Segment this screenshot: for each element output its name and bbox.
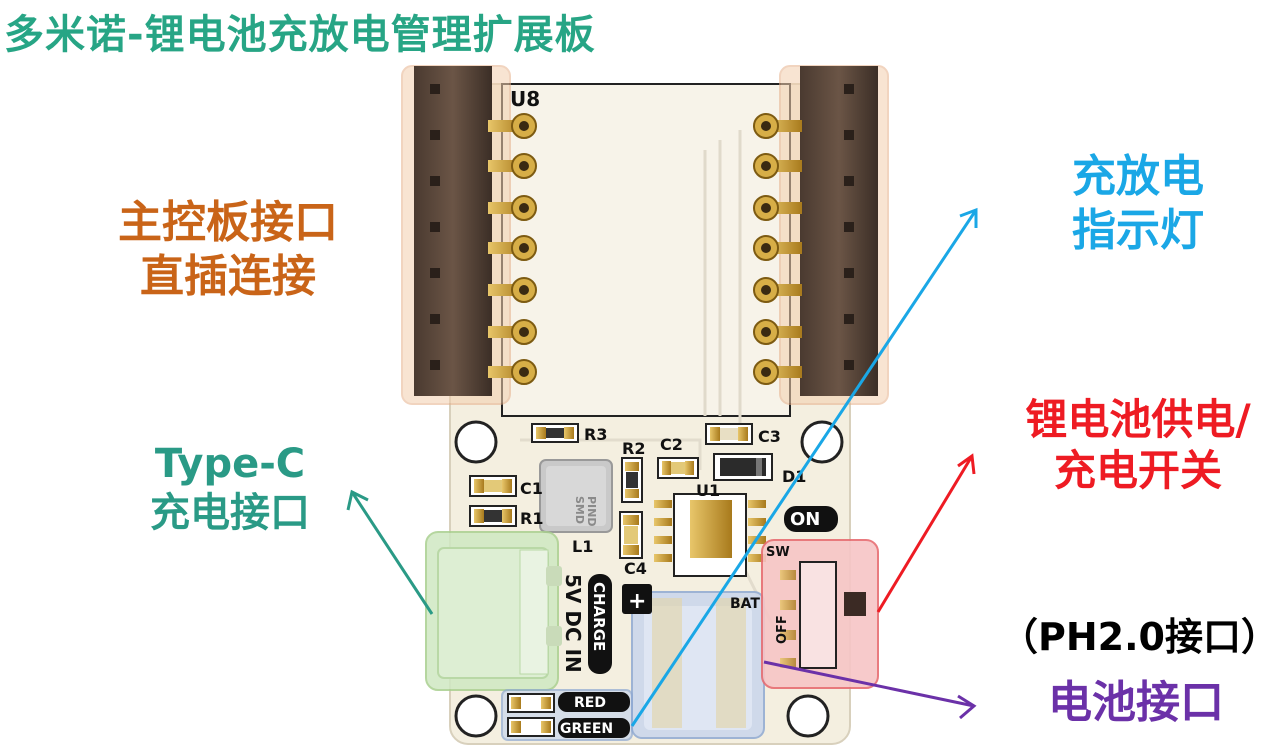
inductor-l1: [539, 459, 613, 533]
silk-charge: CHARGE: [590, 582, 608, 651]
silk-green: GREEN: [560, 721, 613, 737]
silk-plus: +: [628, 589, 646, 614]
arrow-typec: [350, 491, 434, 615]
silk-c3: C3: [758, 427, 781, 446]
silk-red: RED: [574, 695, 606, 711]
power-switch: [761, 506, 879, 689]
callout-battery: 电池接口: [1048, 677, 1224, 728]
silk-sw: SW: [766, 545, 790, 560]
typec-connector: [425, 531, 562, 691]
arrow-led: [630, 209, 978, 727]
callout-switch: 锂电池供电/ 充电开关: [988, 394, 1280, 496]
silk-bat: BAT: [730, 596, 760, 612]
callout-typec: Type-C 充电接口: [110, 440, 350, 538]
callout-host-connector: 主控板接口 直插连接: [78, 196, 378, 303]
mounting-holes: [454, 420, 844, 738]
indicator-leds: [501, 689, 633, 741]
smd-components: [469, 423, 773, 559]
page-title: 多米诺-锂电池充放电管理扩展板: [4, 12, 596, 58]
arrow-battery: [763, 660, 975, 708]
callout-typec-line1: Type-C: [154, 441, 306, 487]
silk-c1: C1: [520, 479, 543, 498]
callout-host-line2: 直插连接: [140, 250, 316, 302]
callout-arrows: [346, 207, 978, 727]
silk-dcin: 5V DC IN: [561, 574, 585, 673]
silk-on: ON: [790, 509, 820, 530]
silk-l1: L1: [572, 537, 593, 556]
silk-c2: C2: [660, 435, 683, 454]
arrow-switch: [876, 455, 974, 613]
callout-switch-line2: 充电开关: [1053, 446, 1222, 496]
callout-switch-line1: 锂电池供电/: [1025, 395, 1251, 444]
silk-r3: R3: [584, 425, 607, 444]
ic-u1: [654, 493, 766, 577]
silk-u8: U8: [510, 87, 540, 111]
callout-ph-note: （PH2.0接口）: [1000, 615, 1279, 659]
silk-smd: SMD: [573, 496, 586, 524]
callout-led: 充放电 指示灯: [1018, 150, 1258, 257]
battery-connector: [622, 584, 765, 739]
callout-led-line2: 指示灯: [1072, 204, 1204, 256]
silkscreen-labels: U8 R3 C2 C3 R2 C1 R1 U1 D1 L1 C4 SMD PIN…: [510, 87, 820, 737]
charge-badge: [588, 574, 612, 674]
silk-c4: C4: [624, 559, 647, 578]
callout-led-line1: 充放电: [1072, 151, 1204, 202]
left-header-connector: [401, 65, 537, 405]
callout-host-line1: 主控板接口: [118, 197, 338, 248]
right-header-connector: [753, 65, 889, 405]
silk-pind: PIND: [585, 496, 598, 527]
callout-typec-line2: 充电接口: [150, 489, 310, 536]
silk-r2: R2: [622, 439, 645, 458]
silk-off: OFF: [775, 615, 790, 644]
silk-u1: U1: [696, 481, 720, 500]
silk-r1: R1: [520, 509, 543, 528]
